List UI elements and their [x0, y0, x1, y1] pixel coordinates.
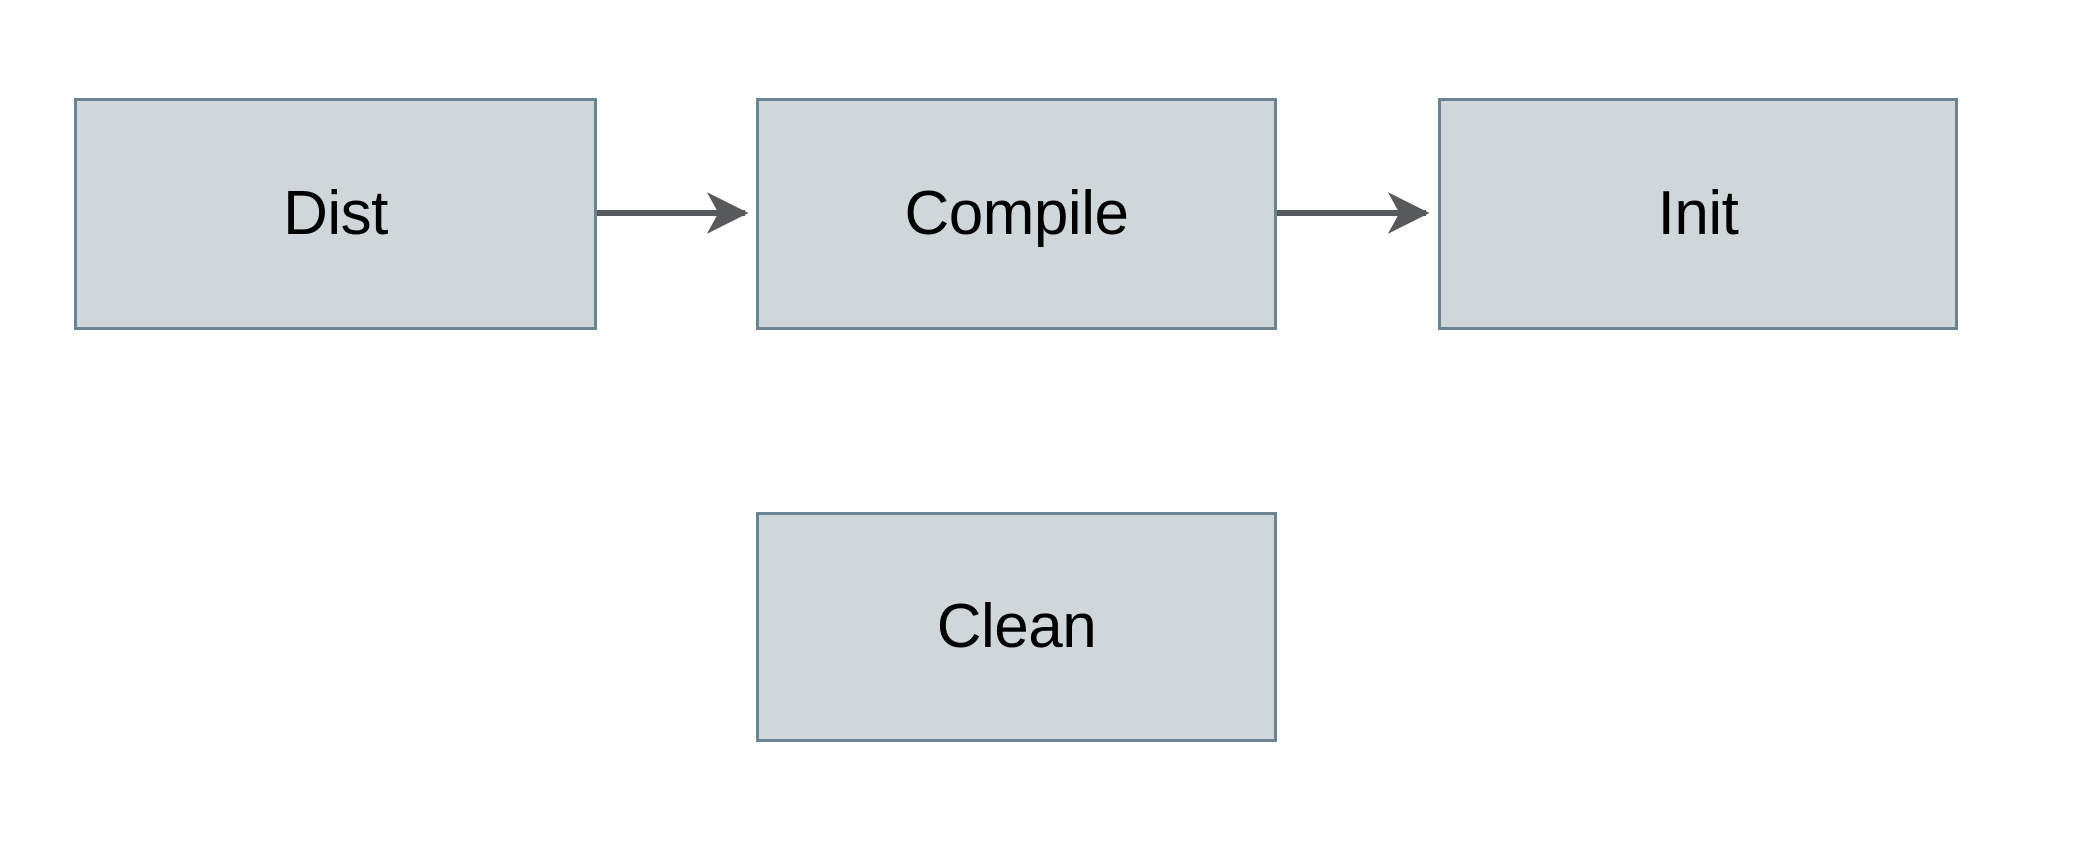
node-compile[interactable]: Compile — [756, 98, 1277, 330]
node-init[interactable]: Init — [1438, 98, 1958, 330]
node-clean-label: Clean — [936, 592, 1097, 661]
node-clean[interactable]: Clean — [756, 512, 1277, 742]
node-dist-label: Dist — [283, 179, 388, 248]
node-init-label: Init — [1657, 179, 1739, 248]
node-compile-label: Compile — [904, 179, 1129, 248]
node-dist[interactable]: Dist — [74, 98, 597, 330]
